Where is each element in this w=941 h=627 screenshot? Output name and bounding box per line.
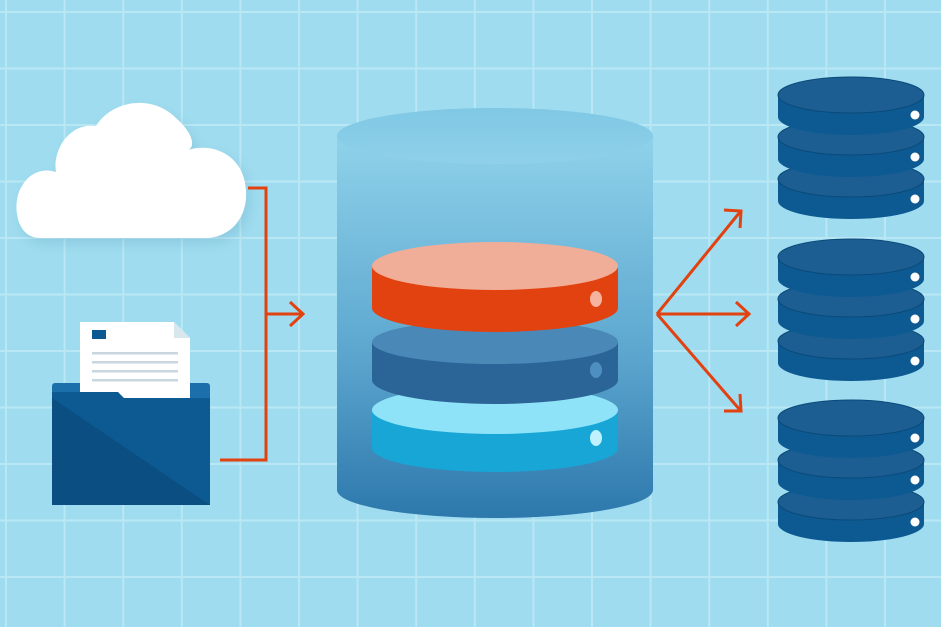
server-stack-icon [777, 76, 925, 219]
arrow-icon [220, 186, 306, 462]
database-layer-blue [372, 320, 618, 404]
database-icon [337, 108, 653, 518]
server-stack-icon [777, 399, 925, 542]
database-layer-orange [372, 242, 618, 332]
server-stack-icon [777, 238, 925, 381]
arrow-icon [655, 208, 752, 413]
folder-with-document-icon [52, 322, 210, 505]
document-icon [80, 322, 190, 400]
cloud-icon [16, 102, 251, 244]
